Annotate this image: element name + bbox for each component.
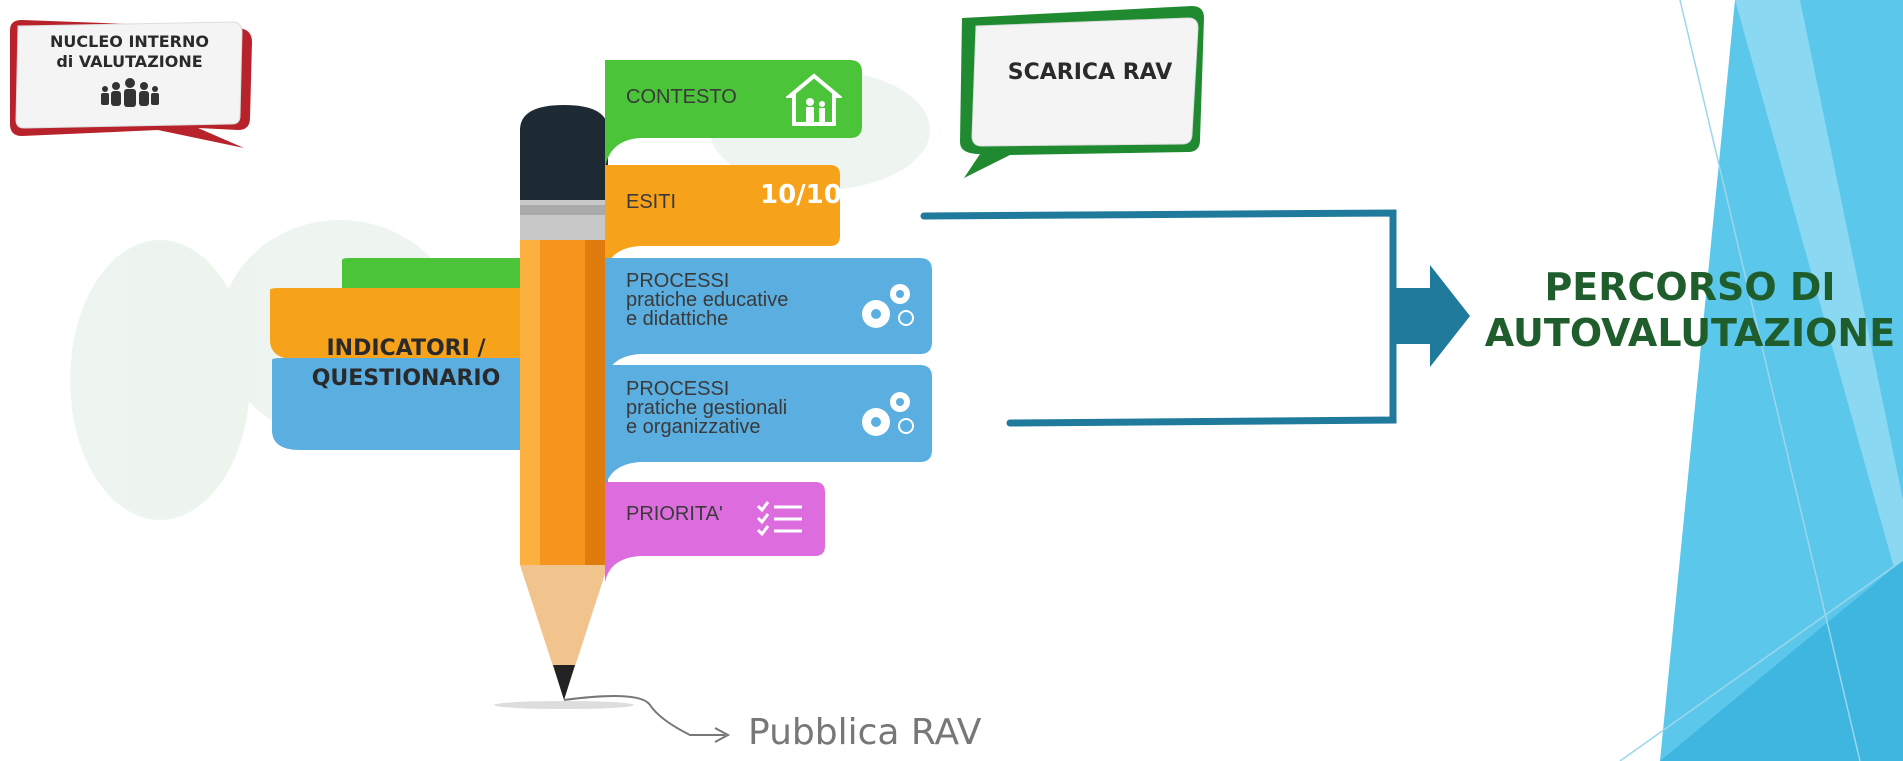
tab-priorita-label[interactable]: PRIORITA'	[626, 503, 723, 525]
title-line1: PERCORSO DI	[1544, 265, 1836, 309]
score-badge: 10/10	[760, 180, 842, 210]
tab-processi-line1-2: pratiche gestionali	[626, 397, 788, 419]
left-tab-shapes	[270, 258, 520, 450]
indicatori-line1: INDICATORI /	[326, 336, 486, 361]
scarica-bubble-shape	[960, 6, 1204, 178]
indicatori-line2: QUESTIONARIO	[311, 366, 501, 391]
bracket-connector	[920, 209, 1397, 427]
family-house-icon	[786, 73, 842, 126]
pencil-graphic	[494, 105, 731, 743]
people-group-icon	[100, 78, 159, 107]
scarica-rav-button[interactable]: SCARICA RAV	[1007, 60, 1173, 85]
gears-icon	[862, 392, 914, 436]
nucleo-bubble[interactable]: NUCLEO INTERNO di VALUTAZIONE	[22, 32, 237, 117]
page-title: PERCORSO DI AUTOVALUTAZIONE	[1470, 264, 1903, 356]
tab-contesto-label[interactable]: CONTESTO	[626, 86, 737, 108]
tab-processi-title: PROCESSI	[626, 270, 730, 292]
indicatori-questionario[interactable]: INDICATORI / QUESTIONARIO	[296, 334, 516, 394]
tab-processi-educative[interactable]: PROCESSI pratiche educative e didattiche	[626, 270, 789, 330]
right-accent-shapes	[1619, 0, 1903, 761]
tab-processi-line2: e didattiche	[626, 308, 729, 330]
arrow-right-icon	[1393, 265, 1470, 367]
tab-processi-gestionali[interactable]: PROCESSI pratiche gestionali e organizza…	[626, 378, 788, 438]
pubblica-rav-link[interactable]: Pubblica RAV	[748, 712, 982, 753]
tab-processi-title-2: PROCESSI	[626, 378, 730, 400]
title-line2: AUTOVALUTAZIONE	[1484, 311, 1896, 355]
checklist-icon	[756, 501, 802, 537]
tab-esiti-label[interactable]: ESITI	[626, 191, 677, 213]
tab-processi-line2-2: e organizzative	[626, 416, 761, 438]
nucleo-line2: di VALUTAZIONE	[56, 52, 203, 71]
tab-processi-line1: pratiche educative	[626, 289, 789, 311]
right-tab-shapes	[605, 60, 932, 582]
nucleo-line1: NUCLEO INTERNO	[50, 32, 209, 51]
gears-icon	[862, 284, 914, 328]
